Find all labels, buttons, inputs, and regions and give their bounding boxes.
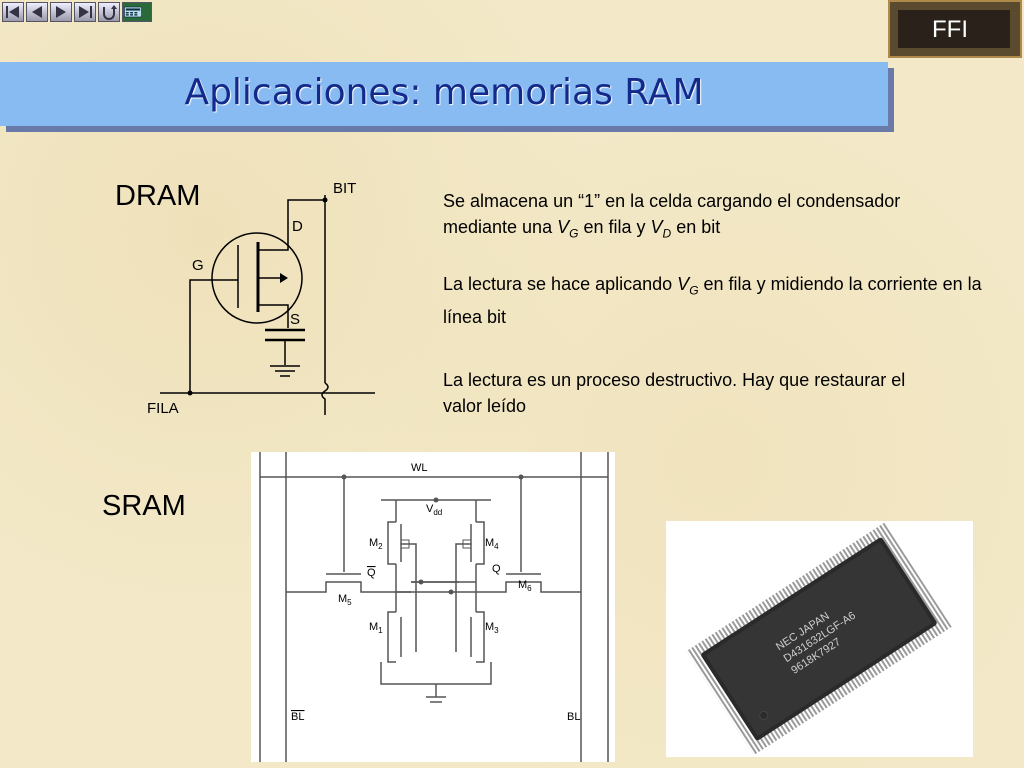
return-icon[interactable] [98,2,120,22]
paragraph-storage-text-1: Se almacena un “1” en la celda cargando … [443,191,901,237]
m3-label: M3 [485,621,499,635]
first-icon[interactable] [2,2,24,22]
paragraph-read-text-2: en fila y midiendo la corriente en la lí… [443,274,982,327]
paragraph-destructive: La lectura es un proceso destructivo. Ha… [443,370,906,416]
paragraph-storage: Se almacena un “1” en la celda cargando … [443,188,963,247]
vd-subscript: D [662,226,672,241]
m2-label: M2 [369,537,383,551]
q-label: Q [492,563,501,575]
next-icon[interactable] [50,2,72,22]
last-icon[interactable] [74,2,96,22]
qbar-label: Q [367,567,376,579]
sram-label: SRAM [102,490,186,522]
navigation-bar [2,2,152,24]
vg-subscript: G [569,226,579,241]
ram-chip-image: NEC JAPAN D431632LGF-A6 9618K7927 [686,522,952,756]
paragraph-read: La lectura se hace aplicando VG en fila … [443,271,983,330]
blbar-label: BL [291,711,304,723]
logo-chip-image [898,10,1010,48]
vdd-label: Vdd [426,503,442,517]
logo-text: FFI [932,16,968,43]
bl-label: BL [567,711,580,723]
vd-symbol: V [650,217,663,237]
vg-subscript-2: G [689,283,699,298]
m5-label: M5 [338,593,352,607]
ffi-logo: FFI [888,0,1022,58]
dram-label: DRAM [115,180,201,212]
source-label: S [290,311,300,328]
previous-icon[interactable] [26,2,48,22]
paragraph-storage-text-3: en bit [671,217,721,237]
sram-circuit-panel: WL Vdd M2 M4 M1 M3 M5 M6 Q Q BL BL [251,452,615,762]
ram-chip-photo: NEC JAPAN D431632LGF-A6 9618K7927 [666,521,973,757]
dram-circuit-diagram: BIT D G S FILA [147,180,375,417]
gate-label: G [192,257,204,274]
sram-circuit-diagram: WL Vdd M2 M4 M1 M3 M5 M6 Q Q BL BL [259,452,609,762]
wl-label: WL [411,462,428,474]
paragraph-storage-text-2: en fila y [578,217,651,237]
page-title: Aplicaciones: memorias RAM [184,72,704,113]
paragraph-read-text-1: La lectura se hace aplicando [443,274,678,294]
drain-label: D [292,218,303,235]
bit-label: BIT [333,180,356,197]
vg-symbol: V [557,217,570,237]
title-banner: Aplicaciones: memorias RAM [0,62,888,126]
calculator-icon[interactable] [122,2,152,22]
m1-label: M1 [369,621,383,635]
vg-symbol-2: V [677,274,690,294]
m6-label: M6 [518,579,532,593]
fila-label: FILA [147,400,179,417]
m4-label: M4 [485,537,499,551]
